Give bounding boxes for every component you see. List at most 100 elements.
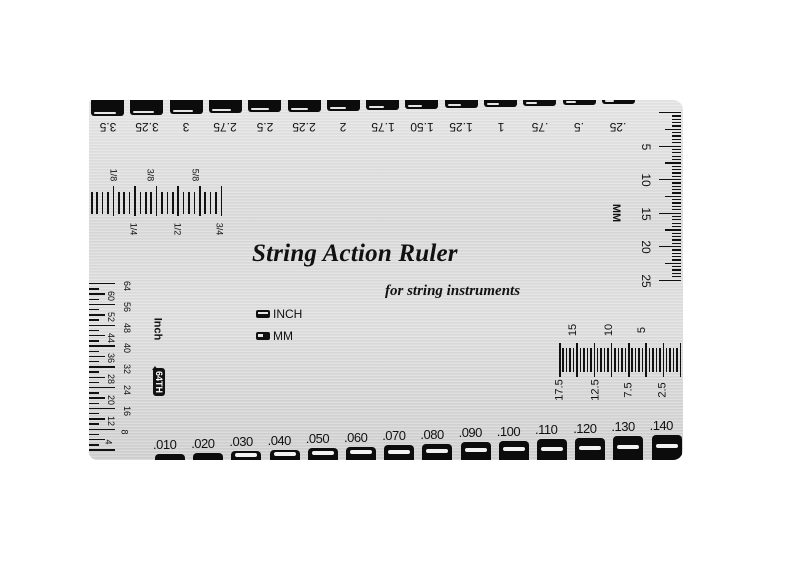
mm-right-label: 25	[639, 273, 653, 288]
mm-br-tick	[593, 343, 595, 377]
top-gauge-label: 2.5	[256, 120, 274, 134]
mm-tick	[672, 235, 681, 238]
inch64-tick	[89, 407, 115, 410]
slot-notch	[565, 101, 576, 104]
mm-tick	[672, 249, 681, 251]
inch64-tick	[89, 418, 105, 420]
inch64-tick	[89, 402, 99, 404]
mm-tick	[659, 145, 681, 147]
bottom-gauge-slot	[460, 442, 491, 460]
mm-tick	[672, 276, 681, 278]
mm-br-tick	[672, 348, 675, 372]
mm-br-tick	[634, 348, 637, 372]
slot-notch	[502, 447, 525, 452]
inch64-tick	[89, 376, 105, 378]
mm-br-tick	[659, 348, 661, 372]
top-gauge-label: 1.25	[449, 120, 473, 134]
bottom-gauge-slot	[231, 451, 262, 460]
mm-br-tick	[617, 348, 620, 372]
fraction-tick	[182, 192, 185, 214]
bottom-gauge-slot	[307, 448, 338, 460]
slot-notch	[235, 453, 258, 457]
fraction-tick	[96, 192, 98, 214]
inch64-tick	[89, 345, 115, 347]
mm-br-tick	[569, 348, 571, 372]
mm-tick	[672, 155, 681, 157]
mm-br-tick	[562, 348, 564, 372]
mm-tick	[672, 219, 681, 221]
mm-br-tick	[565, 348, 568, 372]
mm-br-tick	[641, 348, 644, 372]
top-gauge-label: 1.75	[370, 120, 395, 134]
top-gauge-slot	[287, 100, 321, 112]
inch64-tick	[89, 444, 99, 446]
fraction-tick	[209, 192, 212, 214]
mm-br-tick	[603, 348, 606, 372]
top-gauge-slot	[326, 100, 360, 111]
mm-br-tick	[645, 343, 647, 377]
inch64-inner-label: 28	[106, 374, 117, 385]
mm-br-tick	[572, 348, 575, 372]
top-gauge-label: .5	[574, 120, 585, 134]
mm-tick	[672, 118, 681, 120]
fraction-tick	[172, 192, 174, 214]
mm-tick	[672, 259, 681, 261]
inch64-tick	[89, 324, 115, 326]
bottom-gauge-label: .030	[229, 434, 253, 449]
bottom-gauge-label: .010	[153, 437, 177, 452]
fraction-tick	[145, 192, 147, 214]
inch64-tick	[89, 433, 99, 436]
mm-tick	[672, 148, 681, 151]
mm-tick	[659, 212, 681, 214]
fraction-tick	[107, 192, 109, 214]
mm-tick	[672, 122, 681, 124]
bottom-gauge-slot	[537, 439, 567, 460]
inch64-inner-label: 44	[106, 332, 117, 343]
inch64-tick	[89, 449, 115, 451]
fraction-bottom-label: 1/4	[128, 222, 139, 236]
fraction-tick	[193, 192, 196, 214]
mm-tick	[672, 269, 681, 271]
inch64-tick	[89, 423, 99, 425]
slot-notch	[408, 104, 423, 107]
fraction-tick	[155, 186, 158, 216]
bottom-gauge-label: .060	[344, 429, 368, 445]
top-gauge-label: 1	[497, 120, 504, 134]
inch64-inner-label: 20	[106, 394, 117, 406]
inch64-tick	[89, 387, 115, 389]
mm-tick	[672, 192, 681, 194]
fraction-tick	[161, 192, 163, 214]
inch64-tick	[89, 413, 99, 415]
mm-br-tick	[596, 348, 599, 372]
bottom-gauge-label: .140	[649, 417, 674, 433]
mm-tick	[672, 239, 681, 241]
top-gauge-slot	[484, 100, 517, 107]
mm-br-tick	[586, 348, 589, 372]
badge-pointer-icon	[152, 366, 158, 370]
mm-tick	[672, 115, 681, 117]
bottom-gauge-slot	[651, 434, 682, 460]
product-subtitle: for string instruments	[385, 283, 521, 299]
mm-tick	[672, 199, 681, 201]
mm-tick	[672, 182, 681, 184]
mm-tick	[659, 179, 681, 181]
mm-tick	[665, 195, 681, 198]
inch64-tick	[89, 288, 99, 290]
inch64-tick	[89, 371, 99, 373]
top-gauge-label: 2.25	[292, 120, 316, 134]
inch64-tick	[89, 439, 105, 441]
mm-br-tick	[579, 348, 582, 372]
top-gauge-label: 2.75	[213, 120, 238, 134]
bottom-gauge-label: .100	[496, 423, 521, 439]
slot-notch	[617, 445, 640, 449]
mm-br-tick	[610, 343, 613, 377]
inch64-outer-label: 48	[122, 322, 133, 333]
mm-br-tick	[576, 343, 578, 377]
bottom-gauge-slot	[575, 437, 606, 460]
fraction-tick	[177, 186, 179, 216]
mm-right-label: 5	[639, 143, 653, 150]
mm-tick	[672, 132, 681, 134]
bottom-gauge-slot	[422, 443, 453, 460]
slot-notch	[133, 111, 155, 114]
mm-tick	[659, 246, 681, 248]
